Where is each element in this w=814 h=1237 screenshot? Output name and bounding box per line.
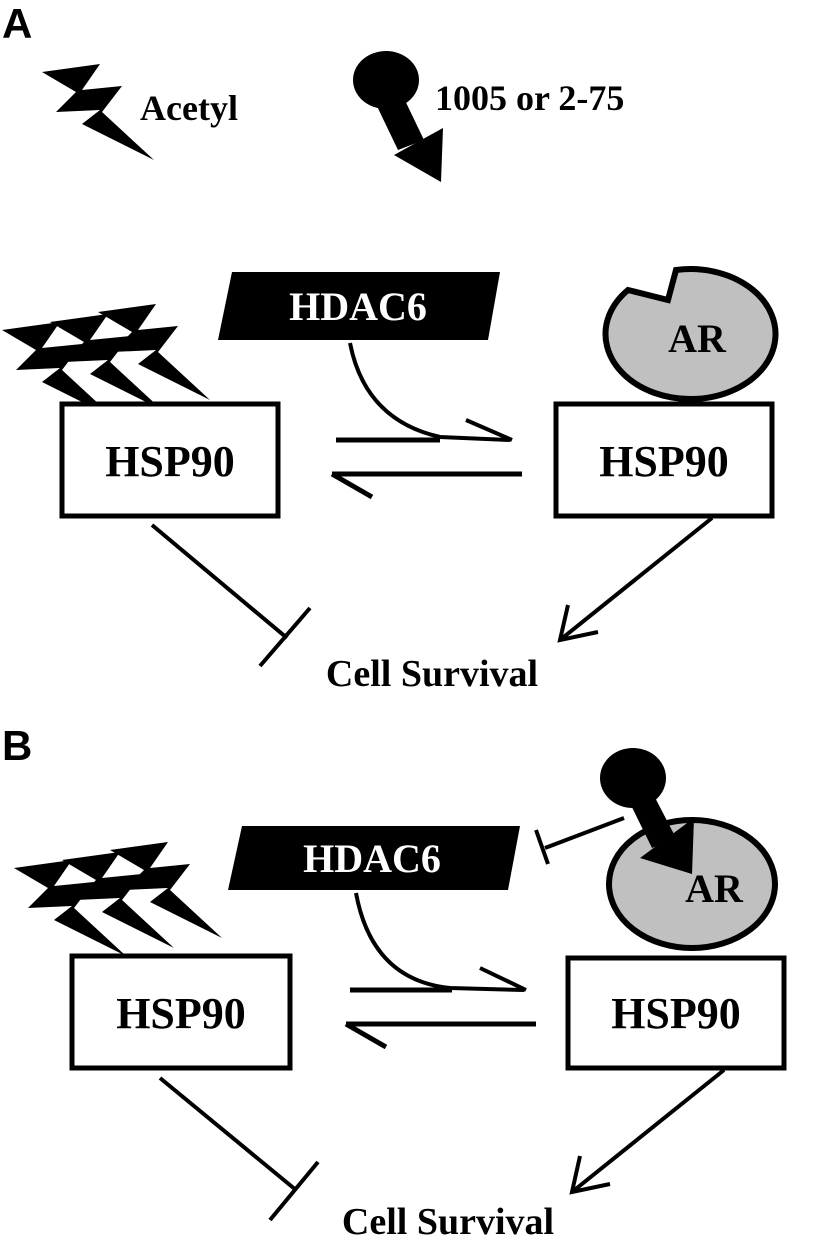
panel-b: B HDAC6 HSP90 AR H bbox=[2, 722, 787, 1237]
activation-arrow-line bbox=[570, 1068, 726, 1194]
panel-b-letter: B bbox=[2, 722, 32, 769]
hsp90-right-box bbox=[553, 401, 775, 519]
hdac6-curve-arrow bbox=[348, 342, 511, 442]
equilibrium-head-bottom bbox=[330, 471, 374, 500]
panel-a-letter: A bbox=[2, 0, 32, 47]
inhibition-bar bbox=[268, 1160, 320, 1222]
cell-survival-label: Cell Survival bbox=[326, 653, 538, 695]
ar-label: AR bbox=[685, 866, 744, 911]
acetyl-bolts-cluster bbox=[14, 842, 222, 956]
legend: Acetyl 1005 or 2-75 bbox=[42, 51, 624, 182]
inhibitor-pin-icon bbox=[353, 51, 443, 182]
acetyl-lightning-icon bbox=[42, 64, 154, 160]
hsp90-left-label: HSP90 bbox=[116, 989, 246, 1038]
hsp90-right-label: HSP90 bbox=[611, 989, 741, 1038]
cell-survival-label: Cell Survival bbox=[342, 1201, 554, 1237]
hsp90-left-label: HSP90 bbox=[105, 437, 235, 486]
ar-label: AR bbox=[668, 316, 727, 361]
hsp90-right-label: HSP90 bbox=[599, 437, 729, 486]
inhibition-line bbox=[158, 1076, 298, 1192]
hdac6-label: HDAC6 bbox=[303, 836, 441, 881]
hsp90-left-box bbox=[59, 401, 281, 519]
inhibition-bar bbox=[258, 606, 312, 668]
legend-acetyl-label: Acetyl bbox=[140, 88, 238, 128]
hsp90-left-box bbox=[69, 953, 293, 1071]
activation-arrow-head bbox=[569, 1155, 611, 1195]
panel-a: A Acetyl 1005 or 2-75 HDAC6 bbox=[2, 0, 779, 695]
equilibrium-head-top bbox=[479, 966, 527, 992]
ar-receptor-shape bbox=[602, 266, 779, 403]
hsp90-right-box bbox=[565, 955, 787, 1071]
hdac6-curve-arrow bbox=[354, 892, 525, 992]
activation-arrow-line bbox=[558, 516, 714, 642]
inhibition-line bbox=[150, 523, 289, 640]
equilibrium-head-bottom bbox=[344, 1021, 388, 1050]
inhibitor-block-bar bbox=[534, 829, 550, 865]
inhibitor-block-line bbox=[544, 816, 625, 850]
acetyl-bolts-cluster bbox=[2, 304, 210, 418]
inhibitor-pin-icon bbox=[600, 748, 694, 874]
legend-inhibitor-label: 1005 or 2-75 bbox=[435, 78, 624, 118]
activation-arrow-head bbox=[557, 604, 599, 643]
hdac6-shape bbox=[228, 826, 520, 890]
equilibrium-head-top bbox=[465, 418, 513, 442]
hdac6-label: HDAC6 bbox=[289, 284, 427, 329]
hdac6-shape bbox=[218, 272, 500, 340]
